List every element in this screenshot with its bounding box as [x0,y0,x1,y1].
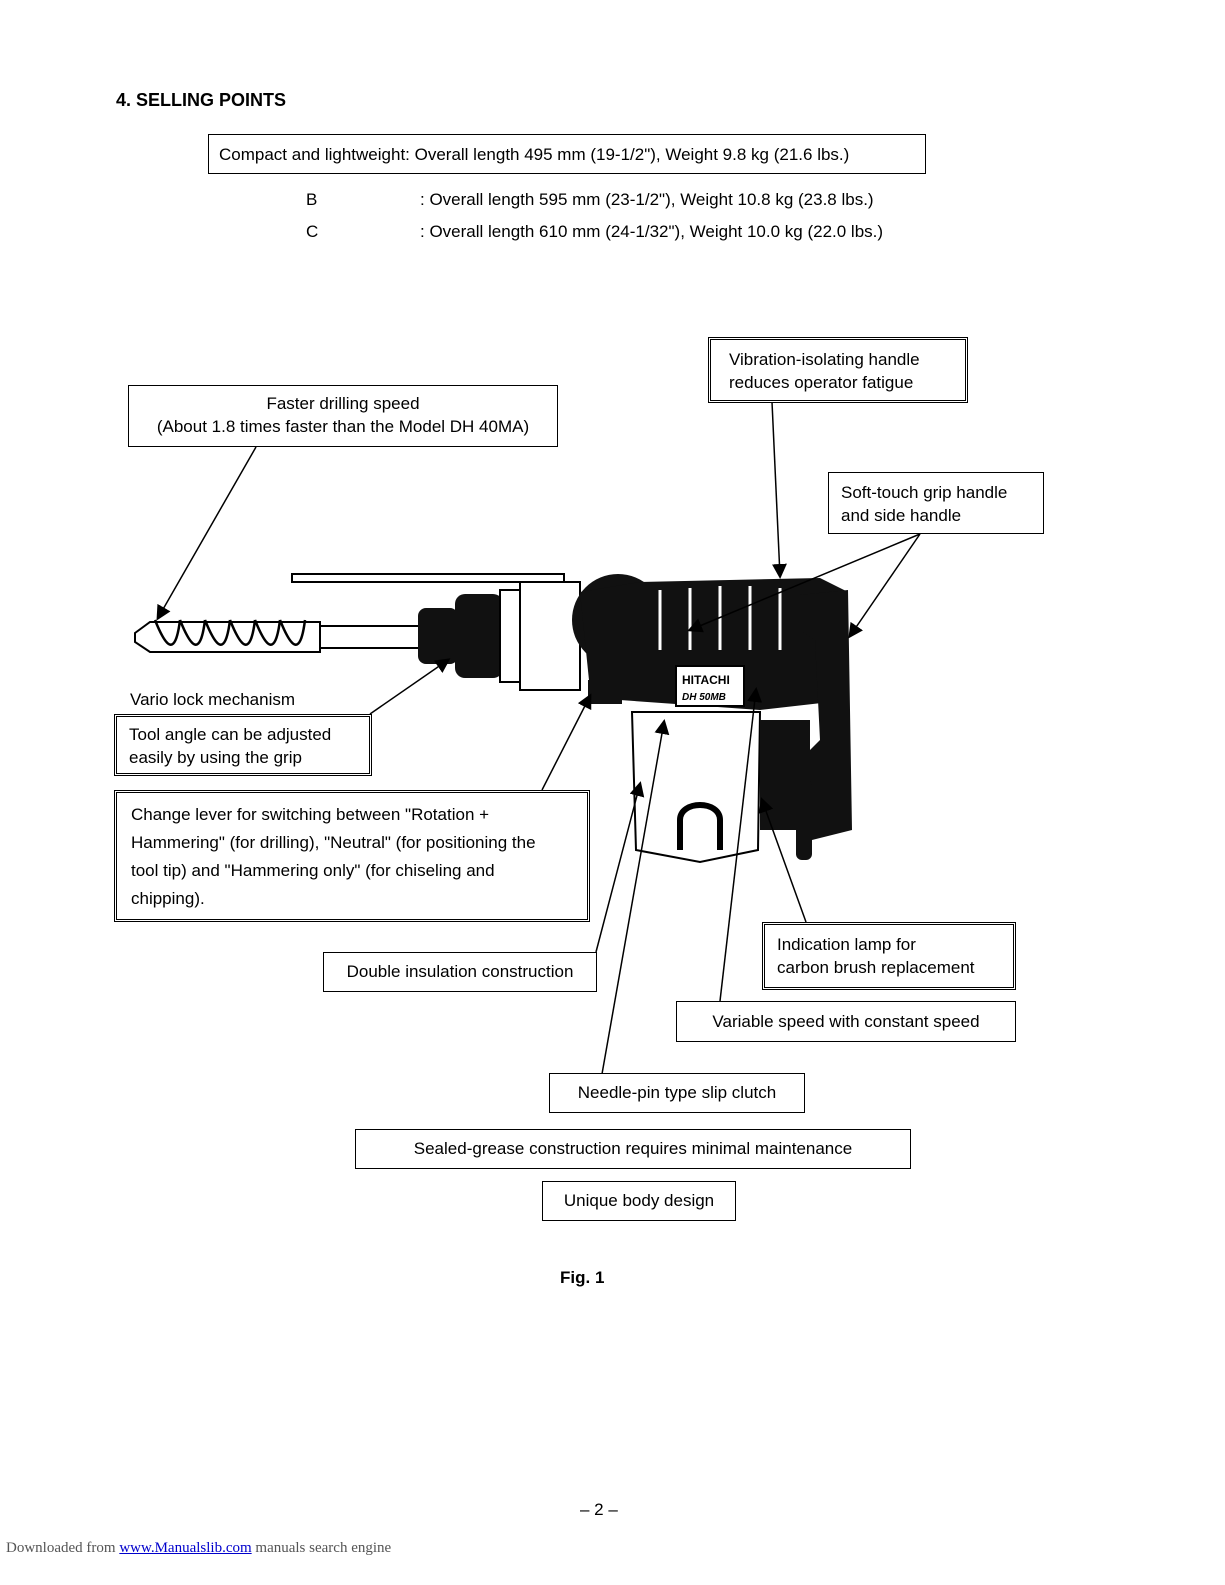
footer-link[interactable]: www.Manualslib.com [119,1540,252,1556]
callout-change-lever-line4: chipping). [131,889,205,908]
page-number: – 2 – [580,1500,618,1519]
footer-suffix: manuals search engine [251,1540,392,1556]
callout-soft-touch: Soft-touch grip handle and side handle [828,472,1044,534]
callout-change-lever-line1: Change lever for switching between "Rota… [131,805,490,824]
callout-soft-touch-line1: Soft-touch grip handle [841,483,1008,502]
callout-indication-lamp: Indication lamp for carbon brush replace… [762,922,1016,990]
chuck [418,581,581,691]
callout-variable-speed: Variable speed with constant speed [676,1001,1016,1042]
callout-change-lever: Change lever for switching between "Rota… [114,790,590,922]
callout-indication-lamp-line1: Indication lamp for [777,935,916,954]
callout-tool-angle-line2: easily by using the grip [129,748,302,767]
callout-tool-angle: Tool angle can be adjusted easily by usi… [114,714,372,776]
spec-detail-b: : Overall length 595 mm (23-1/2"), Weigh… [420,190,874,209]
footer-prefix: Downloaded from [6,1540,120,1556]
callout-faster-drilling-line2: (About 1.8 times faster than the Model D… [156,417,530,436]
callout-vibration-handle: Vibration-isolating handle reduces opera… [708,337,968,403]
figure-caption: Fig. 1 [560,1268,605,1287]
callout-unique-body: Unique body design [542,1181,736,1221]
callout-needle-pin: Needle-pin type slip clutch [549,1073,805,1113]
lower-body [588,680,810,864]
model-label: DH 50MB [682,692,726,703]
drill-bit [134,619,421,653]
callout-sealed-grease: Sealed-grease construction requires mini… [355,1129,911,1169]
callout-soft-touch-line2: and side handle [841,506,962,525]
section-heading: 4. SELLING POINTS [116,90,287,110]
spec-model-c: C [306,222,319,241]
callout-change-lever-line2: Hammering" (for drilling), "Neutral" (fo… [131,833,536,852]
callout-faster-drilling: Faster drilling speed (About 1.8 times f… [128,385,558,447]
spec-main: Compact and lightweight: Overall length … [208,134,926,174]
brand-label: HITACHI [682,673,730,687]
callout-faster-drilling-line1: Faster drilling speed [266,394,420,413]
callout-vibration-line2: reduces operator fatigue [729,373,914,392]
callout-tool-angle-line1: Tool angle can be adjusted [129,725,332,744]
vario-lock-title: Vario lock mechanism [130,690,296,709]
callout-vibration-line1: Vibration-isolating handle [729,350,920,369]
callout-double-insulation: Double insulation construction [323,952,597,992]
spec-detail-c: : Overall length 610 mm (24-1/32"), Weig… [420,222,884,241]
callout-change-lever-line3: tool tip) and "Hammering only" (for chis… [131,861,495,880]
spec-model-b: B [306,190,318,209]
callout-indication-lamp-line2: carbon brush replacement [777,958,975,977]
download-footer: Downloaded from www.Manualslib.com manua… [6,1540,391,1557]
